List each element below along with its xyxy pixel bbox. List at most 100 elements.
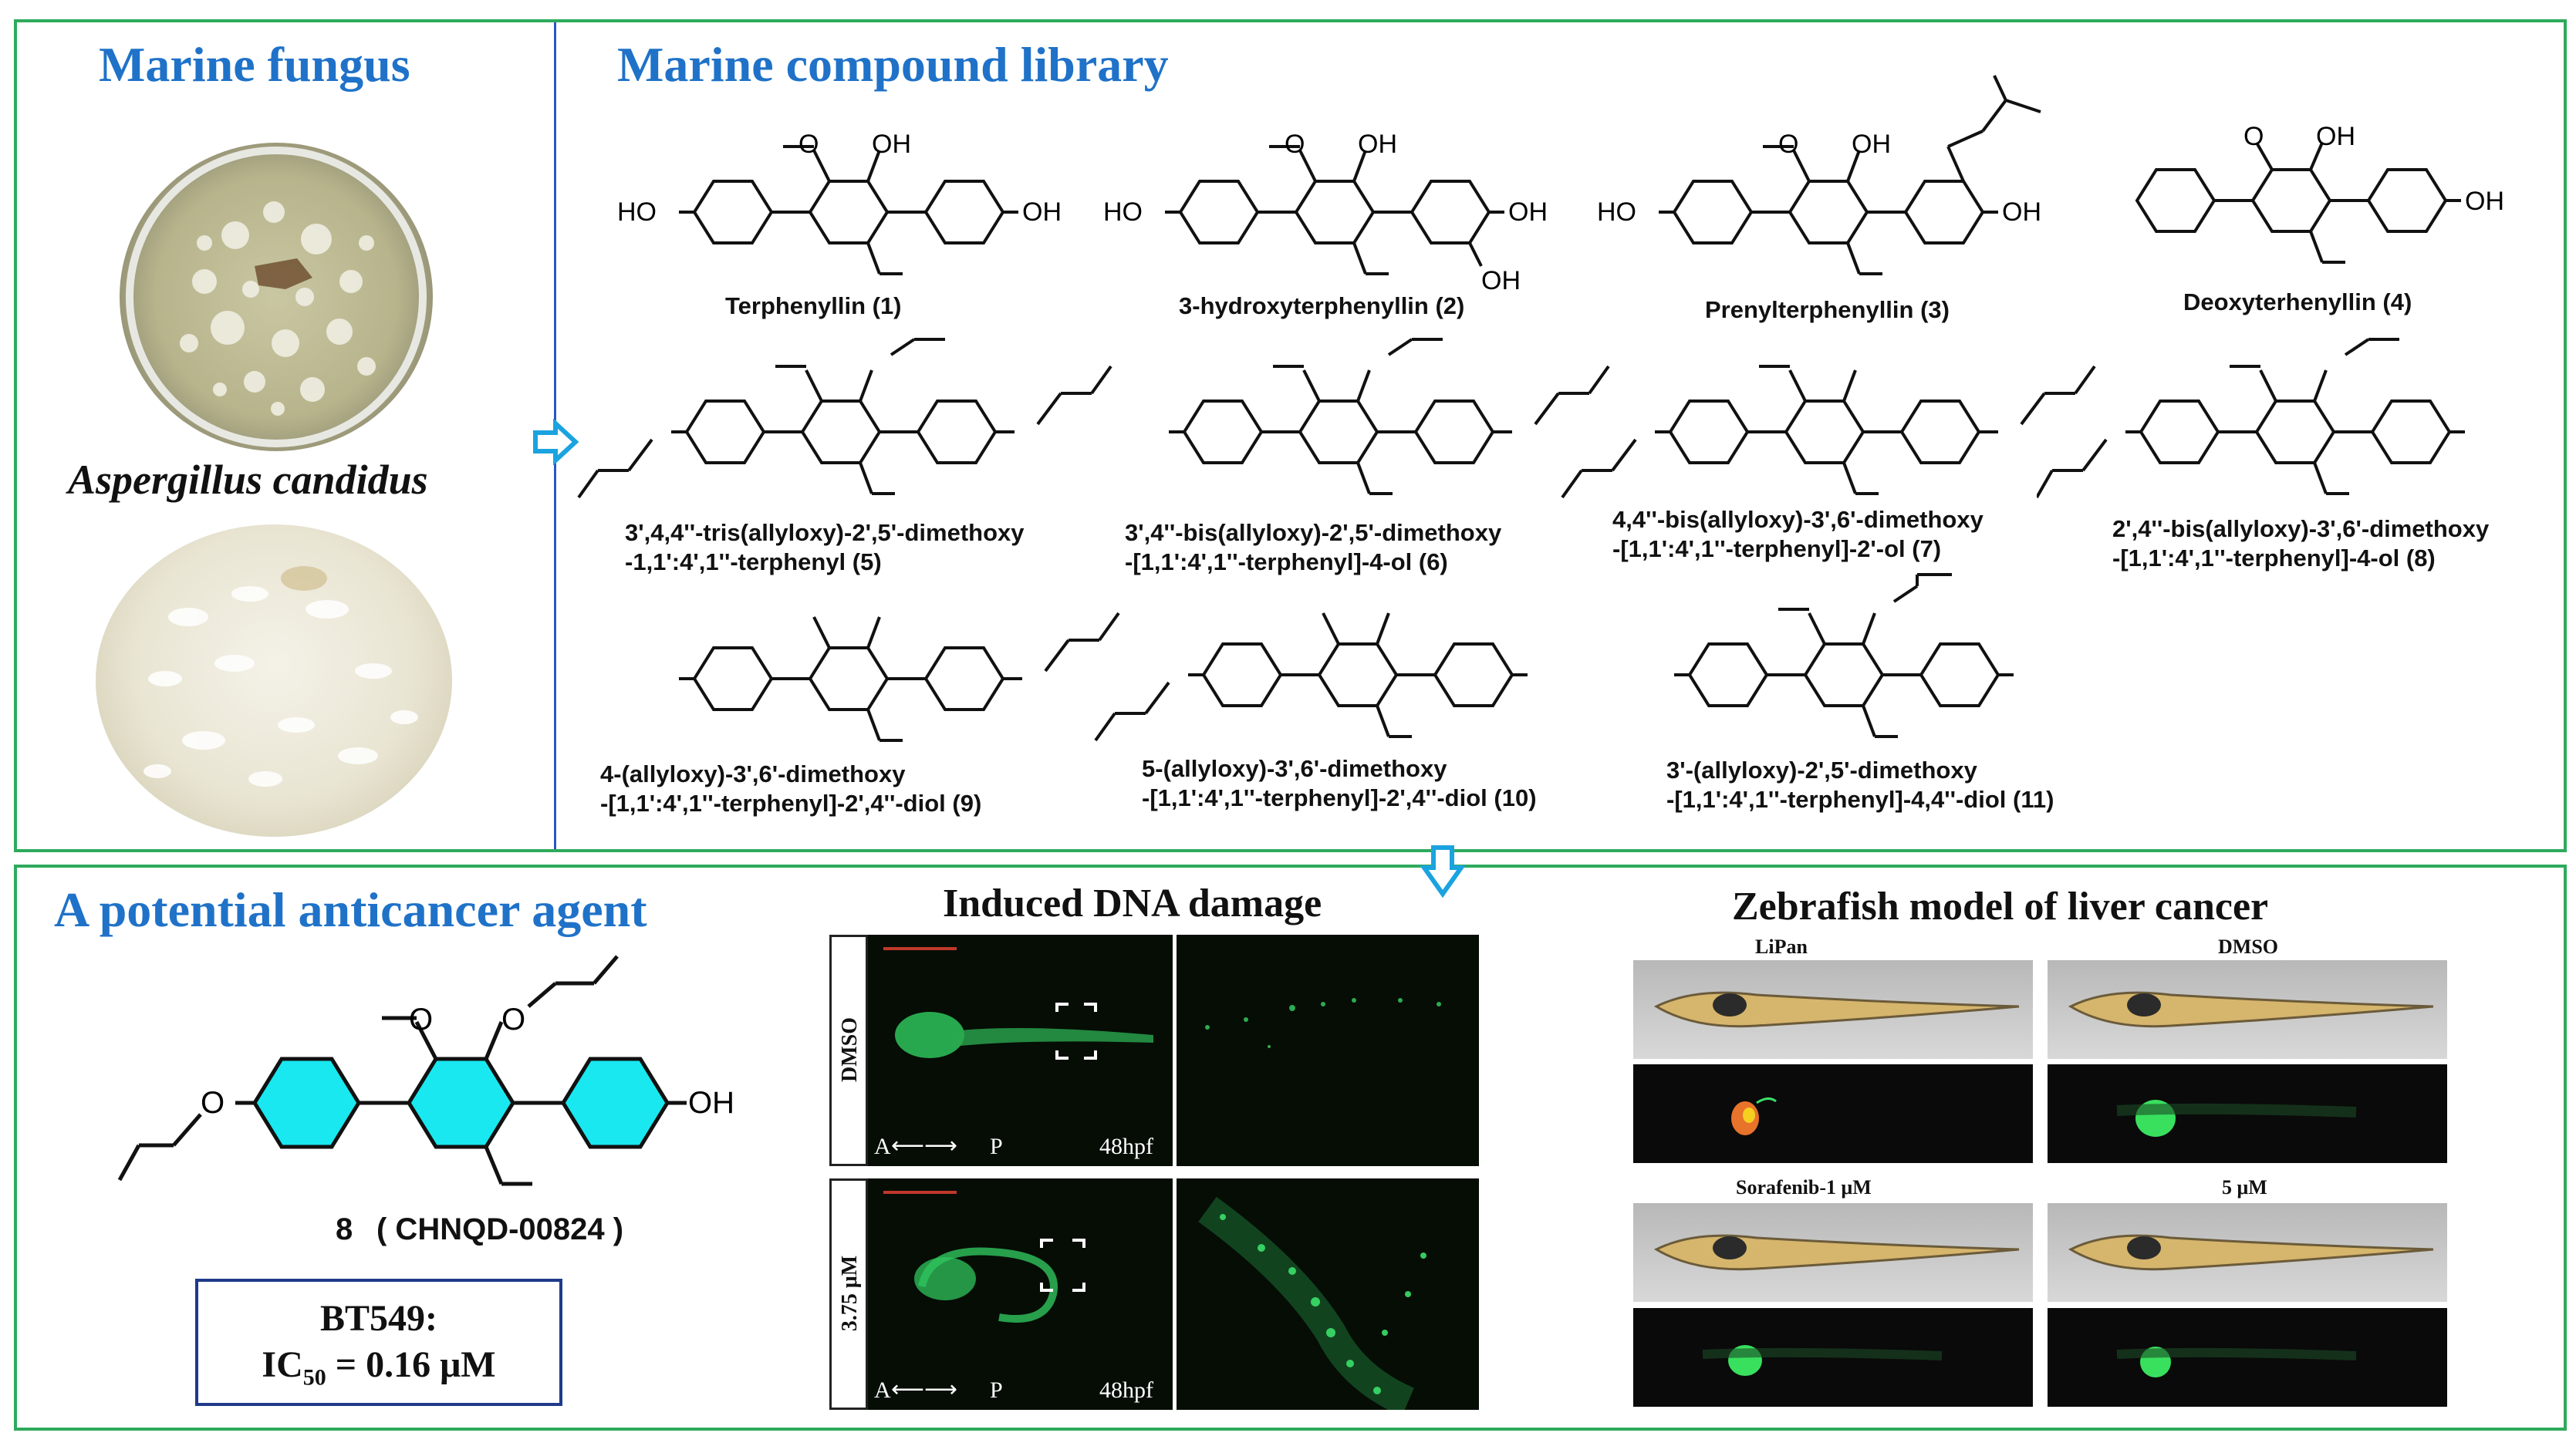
compound-name-11: 3'-(allyloxy)-2',5'-dimethoxy -[1,1':4',…: [1666, 756, 2054, 814]
structure-compound-6: [1103, 332, 1628, 517]
oxygen-label: O: [2243, 122, 2264, 151]
hydroxyl-label: OH: [1358, 130, 1397, 159]
structure-compound-4: OH O OH: [2114, 122, 2546, 301]
compound-name-line: Prenylterphenyllin (3): [1705, 296, 1950, 323]
anticancer-agent-title: A potential anticancer agent: [54, 882, 647, 937]
zebrafish-model-title: Zebrafish model of liver cancer: [1732, 885, 2269, 929]
hydroxyl-label: HO: [617, 197, 657, 227]
hydroxyl-label: OH: [872, 130, 911, 159]
axis-arrow: ⟵⟶: [891, 1133, 958, 1158]
compound-name-line: -[1,1':4',1''-terphenyl]-4-ol (6): [1125, 548, 1448, 575]
compound-name-8: 2',4''-bis(allyloxy)-3',6'-dimethoxy -[1…: [2112, 514, 2489, 573]
structure-compound-1: HO OH O OH: [617, 123, 1096, 301]
zebrafish-panel-label: DMSO: [2218, 936, 2278, 958]
oxygen-label: O: [501, 1003, 526, 1037]
dna-row-label: 3.75 μM: [838, 1255, 862, 1332]
structure-compound-7: [1551, 332, 2114, 517]
compound-name-3: Prenylterphenyllin (3): [1705, 295, 1950, 325]
compound-name-line: 2',4''-bis(allyloxy)-3',6'-dimethoxy: [2112, 515, 2490, 542]
fungus-plate-image: [120, 143, 433, 451]
compound-name-line: -[1,1':4',1''-terphenyl]-2'-ol (7): [1612, 534, 1942, 562]
structure-compound-10: [1080, 594, 1605, 771]
axis-anterior: A: [874, 1134, 891, 1159]
hydroxyl-label: HO: [1597, 197, 1636, 227]
oxygen-label: O: [798, 130, 819, 159]
zebrafish-fluorescence-lipan: [1633, 1064, 2033, 1163]
compound-name-7: 4,4''-bis(allyloxy)-3',6'-dimethoxy -[1,…: [1612, 505, 1983, 564]
zebrafish-brightfield-lipan: [1633, 960, 2033, 1059]
compound-name-9: 4-(allyloxy)-3',6'-dimethoxy -[1,1':4',1…: [600, 760, 981, 818]
dna-damage-title: Induced DNA damage: [943, 882, 1322, 925]
zebrafish-fluorescence-dmso: [2048, 1064, 2447, 1163]
compound-name-5: 3',4,4''-tris(allyloxy)-2',5'-dimethoxy …: [625, 518, 1025, 577]
compound-name-line: -[1,1':4',1''-terphenyl]-2',4''-diol (10…: [1142, 784, 1537, 811]
marine-fungus-title: Marine fungus: [99, 37, 410, 92]
dna-image-zoom-treated: [1177, 1178, 1479, 1410]
compound-name-2: 3-hydroxyterphenyllin (2): [1179, 292, 1464, 321]
compound-name-line: -[1,1':4',1''-terphenyl]-2',4''-diol (9): [600, 789, 982, 817]
compound-name-line: Terphenyllin (1): [725, 292, 902, 319]
hydroxyl-label: OH: [1852, 130, 1891, 159]
hydroxyl-label: OH: [688, 1086, 734, 1120]
zebrafish-panel-label: 5 μM: [2222, 1176, 2267, 1199]
structure-compound-9: [617, 594, 1157, 771]
zebrafish-fluorescence-sorafenib: [1633, 1308, 2033, 1407]
dna-image-whole-treated: A ⟵⟶ P 48hpf: [868, 1178, 1173, 1410]
compound-name-line: 4,4''-bis(allyloxy)-3',6'-dimethoxy: [1612, 506, 1983, 533]
lead-compound-number: 8: [336, 1212, 353, 1246]
top-panel: [14, 19, 2567, 852]
zebrafish-fluorescence-5um: [2048, 1308, 2447, 1407]
dna-row-label-box: [829, 1178, 868, 1410]
axis-arrow: ⟵⟶: [891, 1377, 958, 1402]
structure-compound-5: [567, 332, 1123, 517]
structure-compound-2: HO OH OH O OH: [1103, 123, 1582, 301]
ic50-box: BT549: IC50 = 0.16 μM: [195, 1279, 562, 1406]
structure-compound-3: HO OH O OH: [1597, 69, 2091, 301]
structure-compound-8: [2037, 332, 2546, 517]
axis-posterior: P: [990, 1134, 1003, 1159]
dna-image-whole-dmso: A ⟵⟶ P 48hpf: [868, 935, 1173, 1166]
hydroxyl-label: OH: [2465, 187, 2504, 216]
dna-image-zoom-dmso: [1177, 935, 1479, 1166]
stage-label: 48hpf: [1099, 1134, 1153, 1159]
oxygen-label: O: [201, 1086, 225, 1120]
compound-library-title: Marine compound library: [617, 37, 1169, 92]
dna-row-label: DMSO: [838, 1017, 862, 1082]
oxygen-label: O: [409, 1003, 434, 1037]
oxygen-label: O: [1778, 130, 1799, 159]
compound-name-line: -1,1':4',1''-terphenyl (5): [625, 548, 882, 575]
hydroxyl-label: OH: [1508, 197, 1548, 227]
ic50-cell-line: BT549:: [319, 1298, 437, 1339]
compound-name-line: 3',4,4''-tris(allyloxy)-2',5'-dimethoxy: [625, 519, 1025, 546]
compound-name-line: 3-hydroxyterphenyllin (2): [1179, 292, 1465, 319]
hydroxyl-label: OH: [2316, 122, 2355, 151]
zebrafish-panel-label: Sorafenib-1 μM: [1736, 1176, 1872, 1199]
axis-posterior: P: [990, 1377, 1003, 1403]
fungus-rice-culture-image: [96, 524, 452, 837]
compound-name-4: Deoxyterhenyllin (4): [2183, 288, 2412, 317]
bottom-panel: [14, 865, 2567, 1431]
zebrafish-brightfield-dmso: [2048, 960, 2447, 1059]
hydroxyl-label: OH: [2002, 197, 2041, 227]
stage-label: 48hpf: [1099, 1377, 1153, 1403]
down-arrow-icon: [1420, 845, 1466, 902]
ic50-value: IC50 = 0.16 μM: [262, 1344, 496, 1391]
right-arrow-icon: [532, 418, 579, 469]
oxygen-label: O: [1285, 130, 1305, 159]
zebrafish-panel-label: LiPan: [1755, 936, 1808, 958]
compound-name-line: 4-(allyloxy)-3',6'-dimethoxy: [600, 760, 906, 787]
compound-name-line: 5-(allyloxy)-3',6'-dimethoxy: [1142, 755, 1447, 782]
compound-name-line: -[1,1':4',1''-terphenyl]-4,4''-diol (11): [1666, 785, 2054, 813]
axis-anterior: A: [874, 1377, 891, 1403]
species-name: Aspergillus candidus: [68, 457, 428, 503]
hydroxyl-label: OH: [1481, 266, 1521, 295]
structure-lead-compound: OH O O O: [85, 949, 779, 1226]
hydroxyl-label: OH: [1022, 197, 1062, 227]
compound-name-6: 3',4''-bis(allyloxy)-2',5'-dimethoxy -[1…: [1125, 518, 1501, 577]
hydroxyl-label: HO: [1103, 197, 1143, 227]
zebrafish-brightfield-5um: [2048, 1203, 2447, 1302]
compound-name-line: 3',4''-bis(allyloxy)-2',5'-dimethoxy: [1125, 519, 1502, 546]
dna-row-label-box: [829, 935, 868, 1166]
compound-name-line: Deoxyterhenyllin (4): [2183, 288, 2412, 315]
compound-name-line: -[1,1':4',1''-terphenyl]-4-ol (8): [2112, 544, 2436, 571]
